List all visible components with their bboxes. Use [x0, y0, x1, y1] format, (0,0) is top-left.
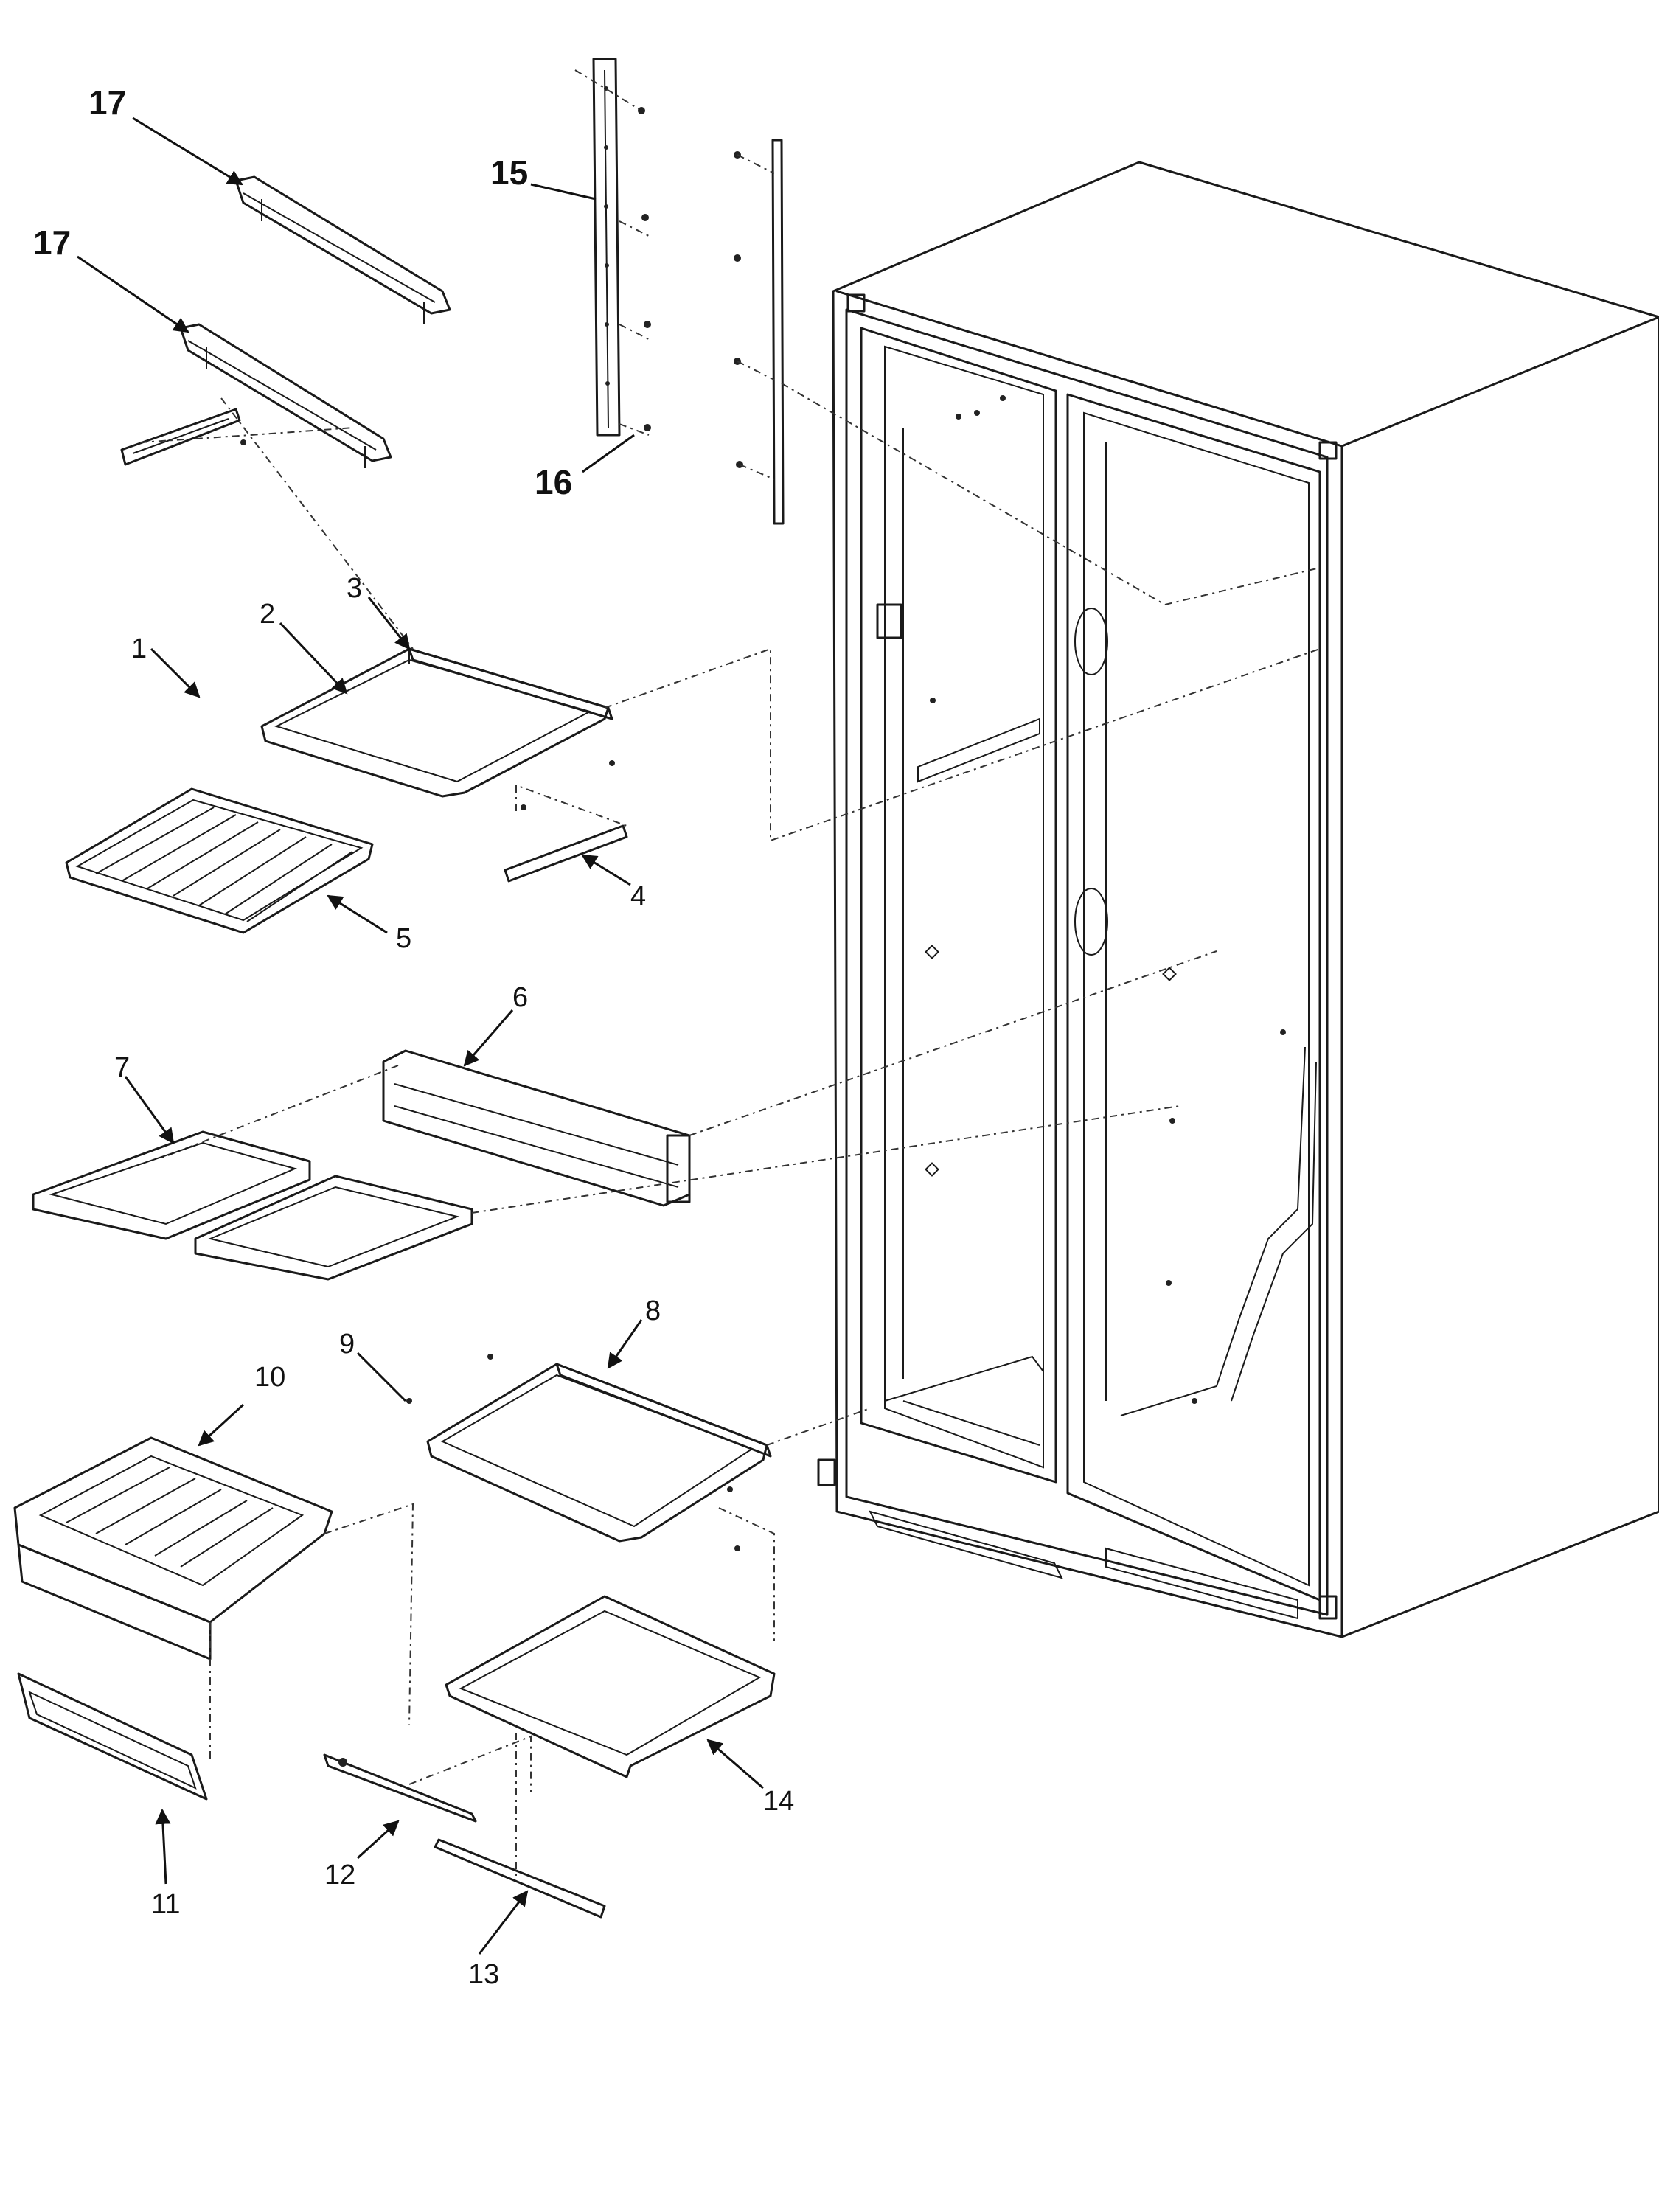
- callout-8: 8: [645, 1295, 661, 1326]
- shelf-frame-6: [382, 1049, 691, 1207]
- shelf-ladder-15: [574, 58, 651, 437]
- callout-17-upper: 17: [88, 83, 126, 122]
- callout-5: 5: [396, 923, 411, 954]
- shelf-support-right-4: [504, 824, 628, 883]
- callout-9: 9: [339, 1329, 355, 1360]
- callout-11: 11: [151, 1889, 180, 1920]
- callout-1: 1: [131, 633, 147, 664]
- cover-support-12: [323, 1753, 477, 1823]
- callout-15: 15: [490, 153, 528, 192]
- wire-basket-5: [65, 787, 374, 934]
- callout-12: 12: [324, 1860, 355, 1891]
- crisper-cover-14: [445, 1595, 776, 1778]
- callout-2: 2: [260, 599, 275, 630]
- callout-13: 13: [468, 1959, 499, 1990]
- drawer-front-11: [17, 1672, 208, 1801]
- callout-16: 16: [535, 463, 572, 501]
- callout-10: 10: [254, 1362, 285, 1393]
- glass-shelf-7-left: [32, 1130, 311, 1240]
- door-shelf-17-lower: [179, 323, 392, 468]
- callout-4: 4: [630, 881, 646, 912]
- callout-3: 3: [347, 573, 362, 604]
- refrigerator-cabinet: [817, 161, 1659, 1638]
- callout-labels: 17 17 15 16 1 2 3 4 5 6 7 8 9 10 11 12 1…: [33, 83, 794, 1990]
- crisper-drawer-10: [13, 1436, 333, 1660]
- glass-shelf-7-right: [194, 1175, 473, 1281]
- trim-13: [434, 1838, 606, 1919]
- shelf-3: [260, 647, 613, 798]
- shelf-support-left-1: [120, 408, 241, 466]
- callout-6: 6: [512, 982, 528, 1013]
- callout-17-lower: 17: [33, 223, 71, 262]
- shelf-8: [426, 1363, 772, 1543]
- callout-14: 14: [763, 1786, 794, 1817]
- callout-7: 7: [114, 1052, 130, 1083]
- door-shelf-17-upper: [234, 175, 451, 324]
- callout-leaders: [77, 116, 764, 1955]
- shelf-rail-right: [734, 139, 1321, 605]
